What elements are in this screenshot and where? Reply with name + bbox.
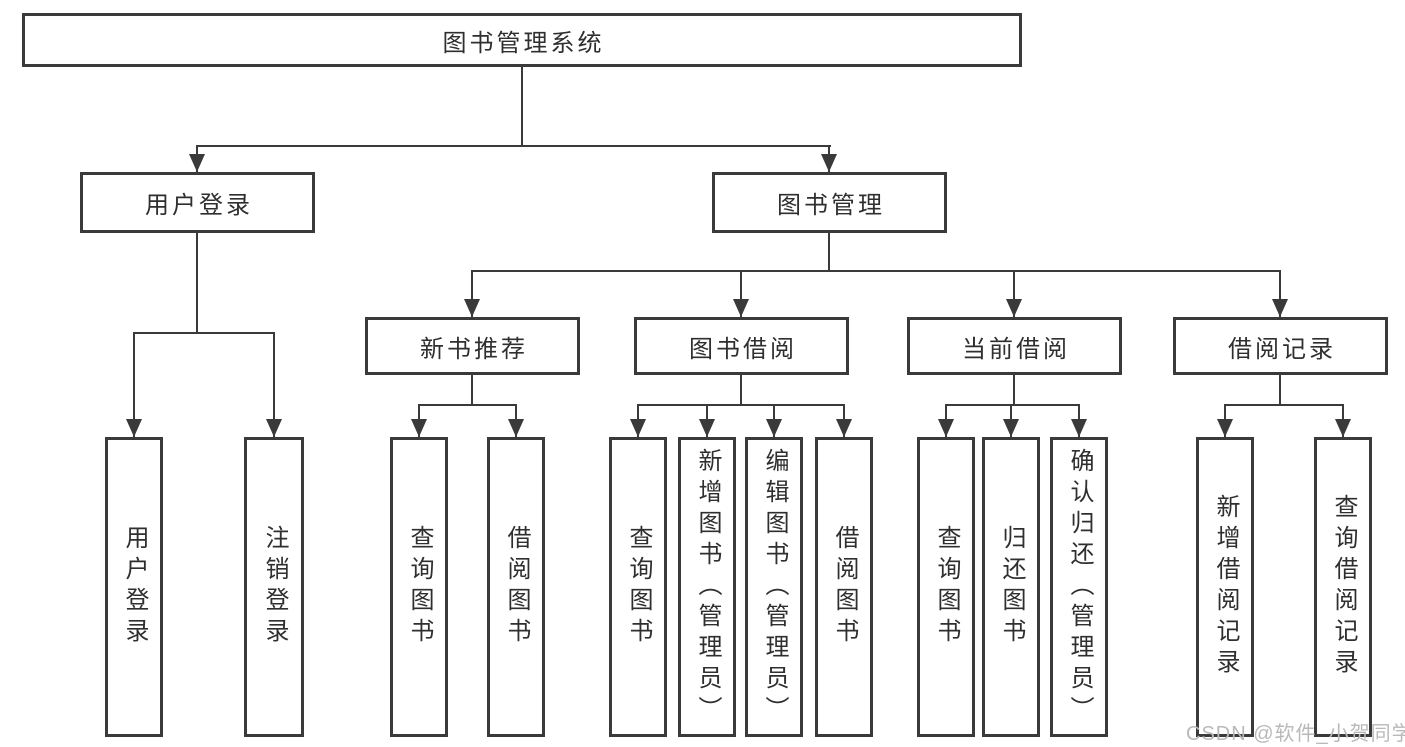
node-label: 归还图书	[998, 525, 1025, 649]
arrowhead-down-icon	[411, 419, 427, 437]
connector-drop	[1279, 270, 1281, 317]
connector-stub	[740, 375, 742, 406]
node-label: 借阅图书	[503, 525, 530, 649]
arrowhead-down-icon	[699, 419, 715, 437]
leaf-borrow-books-recommend: 借阅图书	[487, 437, 545, 737]
node-label: 新增图书（管理员）	[694, 447, 721, 727]
leaf-query-books-current: 查询图书	[917, 437, 975, 737]
node-label: 用户登录	[145, 192, 253, 219]
arrowhead-down-icon	[508, 419, 524, 437]
connector-rail	[945, 404, 1080, 406]
arrowhead-down-icon	[836, 419, 852, 437]
connector-rail	[637, 404, 845, 406]
node-label: 图书管理	[777, 192, 885, 219]
node-label: 查询借阅记录	[1330, 494, 1357, 680]
node-current-borrowing: 当前借阅	[907, 317, 1122, 375]
node-label: 查询图书	[933, 525, 960, 649]
node-label: 确认归还（管理员）	[1066, 447, 1093, 727]
node-borrowing-records: 借阅记录	[1173, 317, 1388, 375]
arrowhead-down-icon	[266, 419, 282, 437]
connector-rail	[418, 404, 517, 406]
node-label: 查询图书	[406, 525, 433, 649]
node-label: 查询图书	[625, 525, 652, 649]
arrowhead-down-icon	[1272, 299, 1288, 317]
arrowhead-down-icon	[766, 419, 782, 437]
connector-drop	[740, 270, 742, 317]
csdn-watermark: CSDN @软件_小贺同学	[1186, 723, 1405, 745]
connector-rail	[1224, 404, 1344, 406]
leaf-edit-books-admin: 编辑图书（管理员）	[745, 437, 803, 737]
connector-drop	[273, 332, 275, 437]
node-label: 借阅记录	[1228, 335, 1336, 363]
arrowhead-down-icon	[1003, 419, 1019, 437]
connector-stub	[521, 67, 523, 147]
arrowhead-down-icon	[189, 154, 205, 172]
connector-stub	[1013, 375, 1015, 406]
node-label: 编辑图书（管理员）	[761, 447, 788, 727]
node-book-management-system: 图书管理系统	[22, 13, 1022, 67]
node-label: 用户登录	[121, 525, 148, 649]
connector-drop	[471, 270, 473, 317]
connector-stub	[471, 375, 473, 406]
node-label: 借阅图书	[831, 525, 858, 649]
node-label: 当前借阅	[962, 335, 1070, 363]
arrowhead-down-icon	[464, 299, 480, 317]
leaf-return-books: 归还图书	[982, 437, 1040, 737]
leaf-add-books-admin: 新增图书（管理员）	[678, 437, 736, 737]
connector-rail	[133, 332, 275, 334]
leaf-user-login: 用户登录	[105, 437, 163, 737]
arrowhead-down-icon	[630, 419, 646, 437]
arrowhead-down-icon	[1006, 299, 1022, 317]
node-label: 注销登录	[261, 525, 288, 649]
arrowhead-down-icon	[126, 419, 142, 437]
node-new-book-recommend: 新书推荐	[365, 317, 580, 375]
connector-rail	[196, 145, 831, 147]
leaf-query-books-recommend: 查询图书	[390, 437, 448, 737]
leaf-logout: 注销登录	[244, 437, 304, 737]
arrowhead-down-icon	[938, 419, 954, 437]
arrowhead-down-icon	[821, 154, 837, 172]
leaf-query-books-borrowing: 查询图书	[609, 437, 667, 737]
leaf-query-borrow-record: 查询借阅记录	[1314, 437, 1372, 737]
node-label: 图书管理系统	[442, 29, 605, 57]
node-label: 图书借阅	[689, 335, 797, 363]
node-book-management: 图书管理	[712, 172, 947, 233]
connector-rail	[471, 270, 1281, 272]
arrowhead-down-icon	[1071, 419, 1087, 437]
arrowhead-down-icon	[1217, 419, 1233, 437]
connector-drop	[1013, 270, 1015, 317]
connector-stub	[196, 233, 198, 334]
node-label: 新书推荐	[420, 335, 528, 363]
node-label: 新增借阅记录	[1212, 494, 1239, 680]
leaf-borrow-books: 借阅图书	[815, 437, 873, 737]
connector-stub	[828, 233, 830, 272]
leaf-confirm-return-admin: 确认归还（管理员）	[1050, 437, 1108, 737]
arrowhead-down-icon	[1335, 419, 1351, 437]
leaf-add-borrow-record: 新增借阅记录	[1196, 437, 1254, 737]
connector-stub	[1279, 375, 1281, 406]
arrowhead-down-icon	[733, 299, 749, 317]
node-user-login: 用户登录	[80, 172, 315, 233]
node-book-borrowing: 图书借阅	[634, 317, 849, 375]
connector-drop	[133, 332, 135, 437]
